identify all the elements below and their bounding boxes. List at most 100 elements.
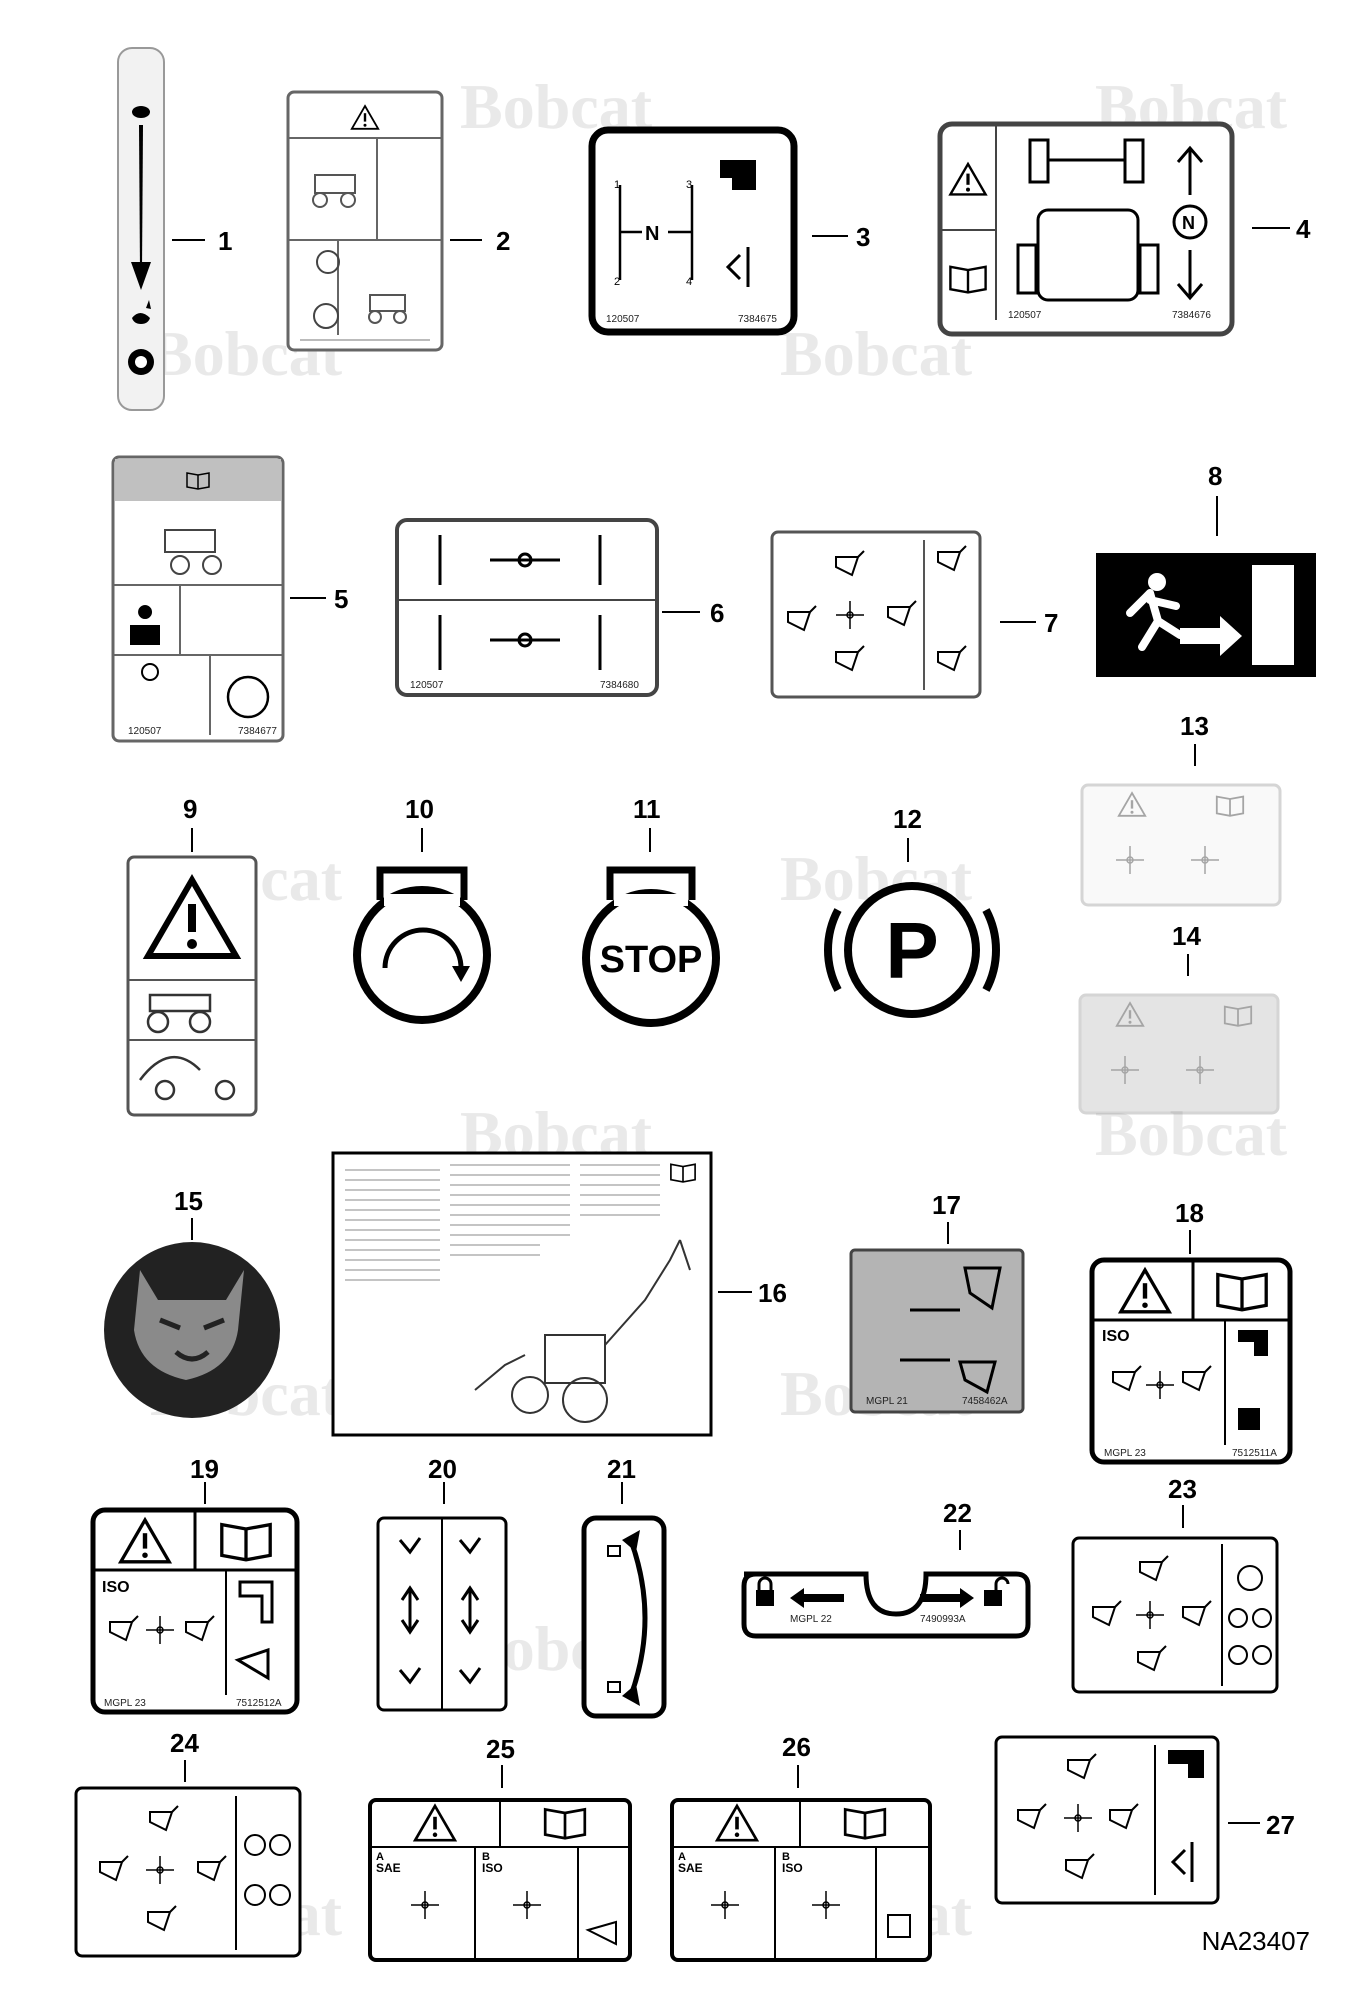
callout-5: 5 [334,584,348,614]
float-icon [1252,1608,1272,1628]
float-icon [244,1834,266,1856]
speed-wedge [139,125,143,272]
decal-6-stabilizer: 120507 7384680 [395,518,659,697]
decal-18-left-code: MGPL 23 [1104,1448,1146,1459]
stop-label: STOP [600,939,703,981]
callout-3: 3 [856,222,870,252]
rabbit-gear-icon [725,247,750,287]
bucket-icon [963,1266,1002,1311]
callout-11: 11 [633,794,661,824]
decal-4-drive-direction: N 120507 7384676 [937,121,1235,337]
callout-6: 6 [710,598,724,628]
decal-4-right-code: 7384676 [1172,310,1211,321]
iso-label: ISO [102,1579,130,1596]
turtle-shell-icon [720,160,756,190]
backhoe-loader-drawing [474,1239,691,1423]
decal-6-left-code: 120507 [410,680,444,691]
decal-2-safety-panel [286,90,444,352]
bucket-icon [958,1360,997,1395]
decal-17-bucket-float: MGPL 21 7458462A [849,1248,1025,1414]
callout-7: 7 [1044,608,1058,638]
lock-icon [756,1590,774,1606]
arrow-right-icon [920,1588,974,1608]
lock-icon [1252,1645,1272,1665]
iso-label: ISO [482,1861,503,1875]
stabilizer-icon [458,1537,482,1555]
float-icon [269,1834,291,1856]
decal-11-engine-stop: STOP [582,866,720,1027]
stabilizer-icon [458,1667,482,1685]
callout-1: 1 [218,226,232,256]
decal-19-right-code: 7512512A [236,1698,282,1709]
arrow-right-icon [1180,616,1242,656]
decal-10-engine-start [353,866,491,1024]
decal-1-throttle-strip [117,47,165,411]
seatbelt-icon [130,605,160,645]
horn-icon [1237,1565,1263,1591]
callout-10: 10 [405,794,434,824]
decal-25-sae-iso-controls: A SAE B ISO [368,1798,632,1962]
decal-26-sae-iso-controls: A SAE B ISO [670,1798,932,1962]
callout-18: 18 [1175,1198,1204,1228]
decal-9-warning-panel [126,855,258,1117]
engine-start-icon [226,675,270,719]
iso-label: ISO [782,1861,803,1875]
rabbit-icon [132,300,151,324]
option-b-label: B [482,1851,490,1863]
decal-23-loader-controls [1071,1536,1279,1694]
lock-icon [607,1681,621,1693]
drawing-number: NA23407 [1202,1926,1310,1956]
bobcat-head-icon [134,1270,244,1380]
callout-13: 13 [1180,711,1209,741]
decal-22-left-code: MGPL 22 [790,1614,832,1625]
hydraulic-icon [887,1914,911,1938]
stabilizer-icon [398,1537,422,1555]
swing-arc-icon [627,1537,648,1699]
boom-control-icon [1238,1330,1268,1356]
forward-reverse-arrows [1172,145,1208,301]
callout-15: 15 [174,1186,203,1216]
callout-22: 22 [943,1498,972,1528]
decal-3-right-code: 7384675 [738,314,777,325]
decal-22-right-code: 7490993A [920,1614,966,1625]
decal-16-specification-chart [331,1151,713,1437]
gear-position-1: 1 [614,179,620,191]
neutral-label: N [1182,213,1195,233]
decal-8-emergency-exit [1096,553,1316,677]
decal-24-loader-controls [74,1786,302,1958]
unlock-icon [607,1545,621,1557]
decal-18-right-code: 7512511A [1232,1448,1277,1459]
decal-4-left-code: 120507 [1008,310,1042,321]
decal-19-iso-controls: ISO MGPL 23 7512512A [90,1507,300,1715]
stabilizer-icon [398,1667,422,1685]
rotation-arrow-icon [382,927,464,969]
lock-icon [269,1884,291,1906]
horn-icon [585,1920,617,1946]
callout-23: 23 [1168,1474,1197,1504]
decal-21-swing-lock [581,1515,667,1719]
decal-3-gear-shift: N 1 2 3 4 120507 7384675 [588,126,798,336]
decal-19-left-code: MGPL 23 [104,1698,146,1709]
hydraulic-icon [1238,1408,1260,1430]
callout-12: 12 [893,804,922,834]
callout-21: 21 [607,1454,636,1484]
sae-label: SAE [376,1861,401,1875]
callout-26: 26 [782,1732,811,1762]
arrow-down-icon [131,262,151,290]
decal-27-loader-controls [994,1735,1220,1905]
callout-4: 4 [1296,214,1311,244]
decal-13-faded [1080,783,1282,907]
gear-position-3: 3 [686,179,692,191]
callout-16: 16 [758,1278,787,1308]
horn-icon [234,1647,270,1681]
callout-24: 24 [170,1728,199,1758]
callout-2: 2 [496,226,510,256]
option-a-label: A [678,1851,686,1863]
sae-label: SAE [678,1861,703,1875]
watermark: Bobcat [1095,1098,1288,1169]
decal-5-left-code: 120507 [128,726,162,737]
arrow-left-icon [790,1588,844,1608]
decal-17-left-code: MGPL 21 [866,1396,908,1407]
decal-17-right-code: 7458462A [962,1396,1008,1407]
